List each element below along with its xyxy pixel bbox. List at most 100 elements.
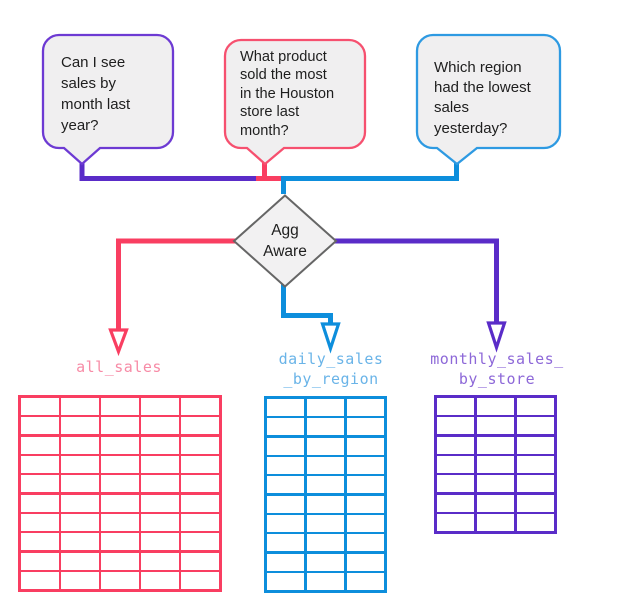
- table-cell: [101, 436, 139, 454]
- table-cell: [476, 417, 515, 435]
- table-cell: [267, 573, 305, 590]
- speech-bubble-pink: [223, 38, 367, 166]
- table-cell: [346, 495, 384, 513]
- question-lowest-region: Which region had the lowest sales yester…: [434, 59, 531, 137]
- table-cell: [306, 399, 345, 416]
- table-cell: [346, 553, 384, 571]
- table-cell: [181, 533, 219, 551]
- table-cell: [181, 456, 219, 473]
- table-cell: [267, 476, 305, 494]
- connector-blue-bus: [281, 160, 459, 194]
- table-cell: [476, 494, 515, 512]
- table-cell: [476, 456, 515, 473]
- connector-blue-to-daily-sales: [281, 283, 333, 324]
- table-cell: [437, 456, 475, 473]
- table-cell: [61, 456, 99, 473]
- table-cell: [101, 494, 139, 512]
- table-cell: [101, 456, 139, 473]
- table-cell: [346, 457, 384, 474]
- table-cell: [346, 573, 384, 590]
- table-cell: [21, 475, 59, 493]
- connector-purple-bus: [79, 159, 259, 181]
- arrow-down-purple-icon: [486, 321, 507, 353]
- table-cell: [181, 475, 219, 493]
- table-cell: [181, 514, 219, 531]
- table-cell: [61, 436, 99, 454]
- table-cell: [61, 475, 99, 493]
- table-label-all-sales: all_sales: [76, 358, 162, 376]
- table-cell: [21, 572, 59, 589]
- table-cell: [516, 494, 554, 512]
- table-cell: [21, 494, 59, 512]
- table-cell: [61, 514, 99, 531]
- table-cell: [516, 475, 554, 493]
- table-cell: [437, 398, 475, 415]
- table-cell: [346, 515, 384, 532]
- table-cell: [21, 533, 59, 551]
- table-cell: [21, 514, 59, 531]
- table-cell: [141, 398, 179, 415]
- table-cell: [141, 417, 179, 435]
- table-cell: [516, 417, 554, 435]
- speech-bubble-purple: [41, 33, 175, 166]
- table-cell: [437, 475, 475, 493]
- table-cell: [181, 572, 219, 589]
- table-cell: [437, 436, 475, 454]
- table-cell: [141, 514, 179, 531]
- table-cell: [346, 437, 384, 455]
- connector-pink-to-all-sales: [116, 238, 237, 330]
- table-cell: [61, 398, 99, 415]
- table-cell: [306, 515, 345, 532]
- table-cell: [346, 476, 384, 494]
- table-label-monthly-sales-by-store: monthly_sales_ by_store: [430, 350, 564, 388]
- table-cell: [61, 552, 99, 570]
- table-cell: [346, 418, 384, 436]
- table-cell: [346, 534, 384, 552]
- table-cell: [61, 533, 99, 551]
- arrow-down-pink-icon: [108, 328, 129, 357]
- table-cell: [306, 495, 345, 513]
- question-sales-by-month: Can I see sales by month last year?: [61, 54, 131, 134]
- table-cell: [101, 514, 139, 531]
- table-cell: [141, 533, 179, 551]
- table-cell: [101, 572, 139, 589]
- table-cell: [101, 475, 139, 493]
- table-cell: [476, 436, 515, 454]
- table-daily-sales-by-region: [264, 396, 387, 593]
- decision-diamond-label: Agg Aware: [263, 222, 307, 260]
- table-cell: [61, 494, 99, 512]
- table-cell: [181, 398, 219, 415]
- table-cell: [306, 418, 345, 436]
- table-cell: [306, 437, 345, 455]
- table-cell: [306, 553, 345, 571]
- table-cell: [101, 552, 139, 570]
- table-cell: [267, 399, 305, 416]
- table-cell: [476, 475, 515, 493]
- table-cell: [181, 436, 219, 454]
- table-cell: [141, 552, 179, 570]
- table-monthly-sales-by-store: [434, 395, 557, 534]
- table-cell: [141, 494, 179, 512]
- table-cell: [141, 572, 179, 589]
- table-cell: [267, 418, 305, 436]
- table-cell: [181, 417, 219, 435]
- table-cell: [476, 398, 515, 415]
- table-cell: [21, 398, 59, 415]
- table-cell: [437, 417, 475, 435]
- table-cell: [101, 398, 139, 415]
- table-cell: [476, 514, 515, 531]
- table-cell: [101, 417, 139, 435]
- table-cell: [516, 398, 554, 415]
- table-cell: [21, 417, 59, 435]
- table-cell: [346, 399, 384, 416]
- table-cell: [267, 457, 305, 474]
- table-cell: [267, 437, 305, 455]
- table-cell: [437, 494, 475, 512]
- table-cell: [61, 417, 99, 435]
- table-cell: [437, 514, 475, 531]
- decision-diamond: [232, 194, 338, 288]
- table-cell: [21, 456, 59, 473]
- table-label-daily-sales-by-region: daily_sales _by_region: [278, 350, 384, 388]
- table-cell: [21, 552, 59, 570]
